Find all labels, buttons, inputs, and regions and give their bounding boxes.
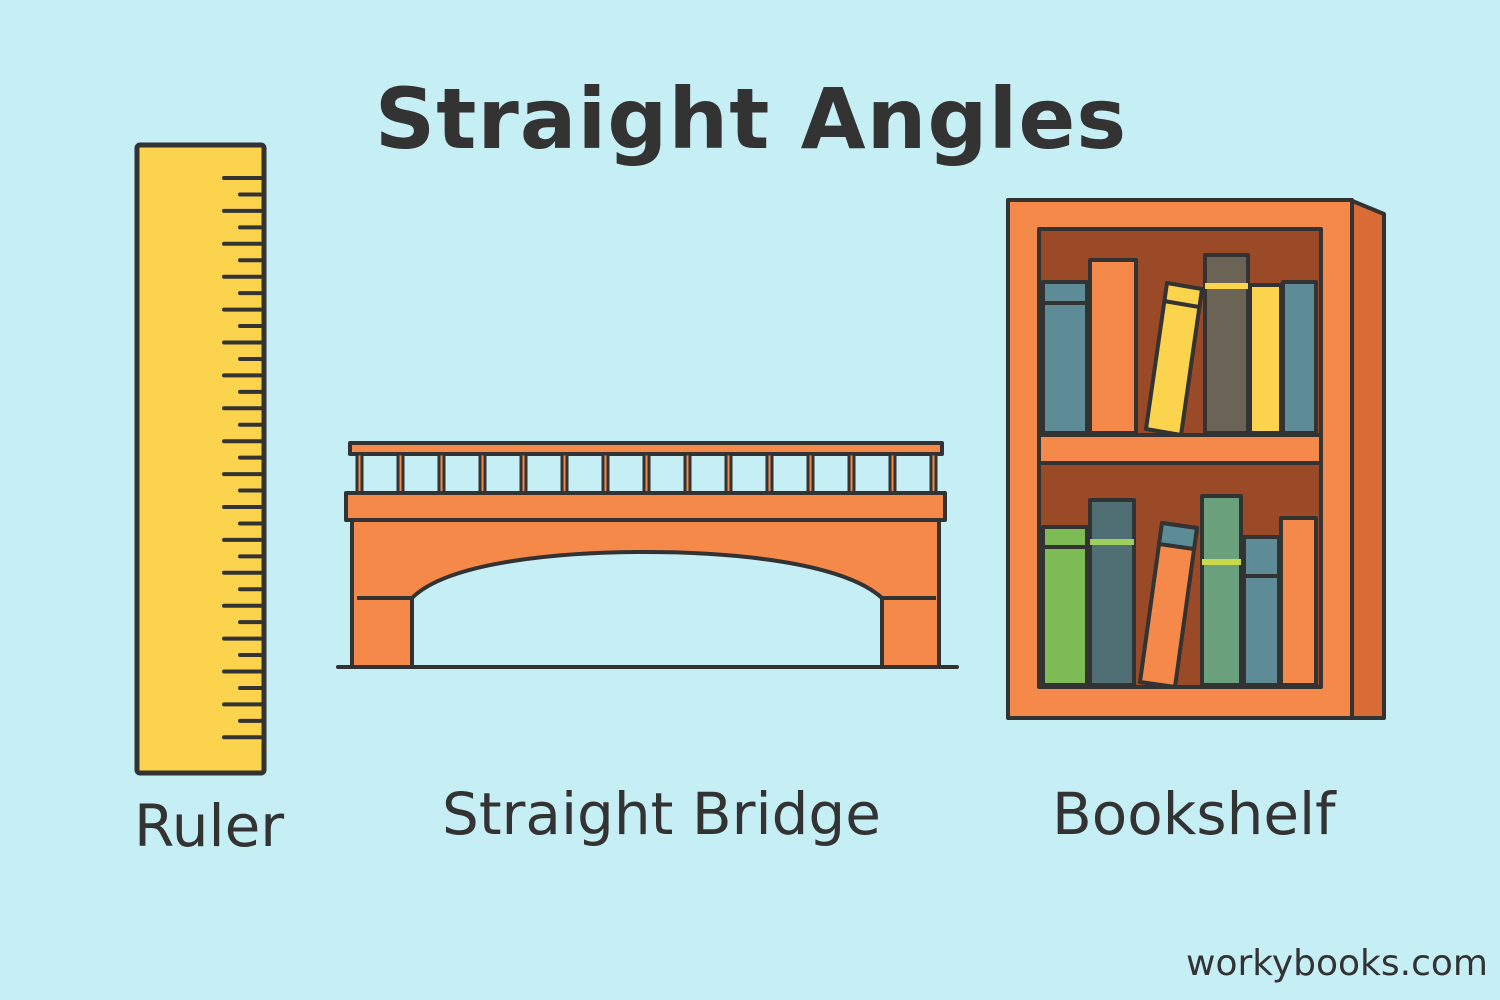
railing-post: [396, 452, 405, 495]
bookshelf-label: Bookshelf: [1052, 780, 1336, 848]
railing-post: [642, 452, 651, 495]
railing-post: [519, 452, 528, 495]
bridge-label: Straight Bridge: [442, 780, 881, 848]
railing-post: [601, 452, 610, 495]
bookshelf-illustration: [1006, 198, 1386, 720]
railing-post: [478, 452, 487, 495]
railing-post: [355, 452, 364, 495]
ruler-ticks: [222, 176, 264, 740]
bridge-illustration: [336, 441, 959, 669]
ruler-illustration: [134, 142, 267, 776]
watermark: workybooks.com: [1186, 943, 1488, 984]
railing-post: [765, 452, 774, 495]
railing-post: [724, 452, 733, 495]
bridge-railing-posts: [355, 452, 938, 495]
railing-post: [560, 452, 569, 495]
railing-post: [847, 452, 856, 495]
railing-post: [929, 452, 938, 495]
railing-post: [806, 452, 815, 495]
page-title: Straight Angles: [374, 70, 1128, 168]
railing-post: [437, 452, 446, 495]
ruler-label: Ruler: [134, 792, 285, 860]
railing-post: [888, 452, 897, 495]
railing-post: [683, 452, 692, 495]
